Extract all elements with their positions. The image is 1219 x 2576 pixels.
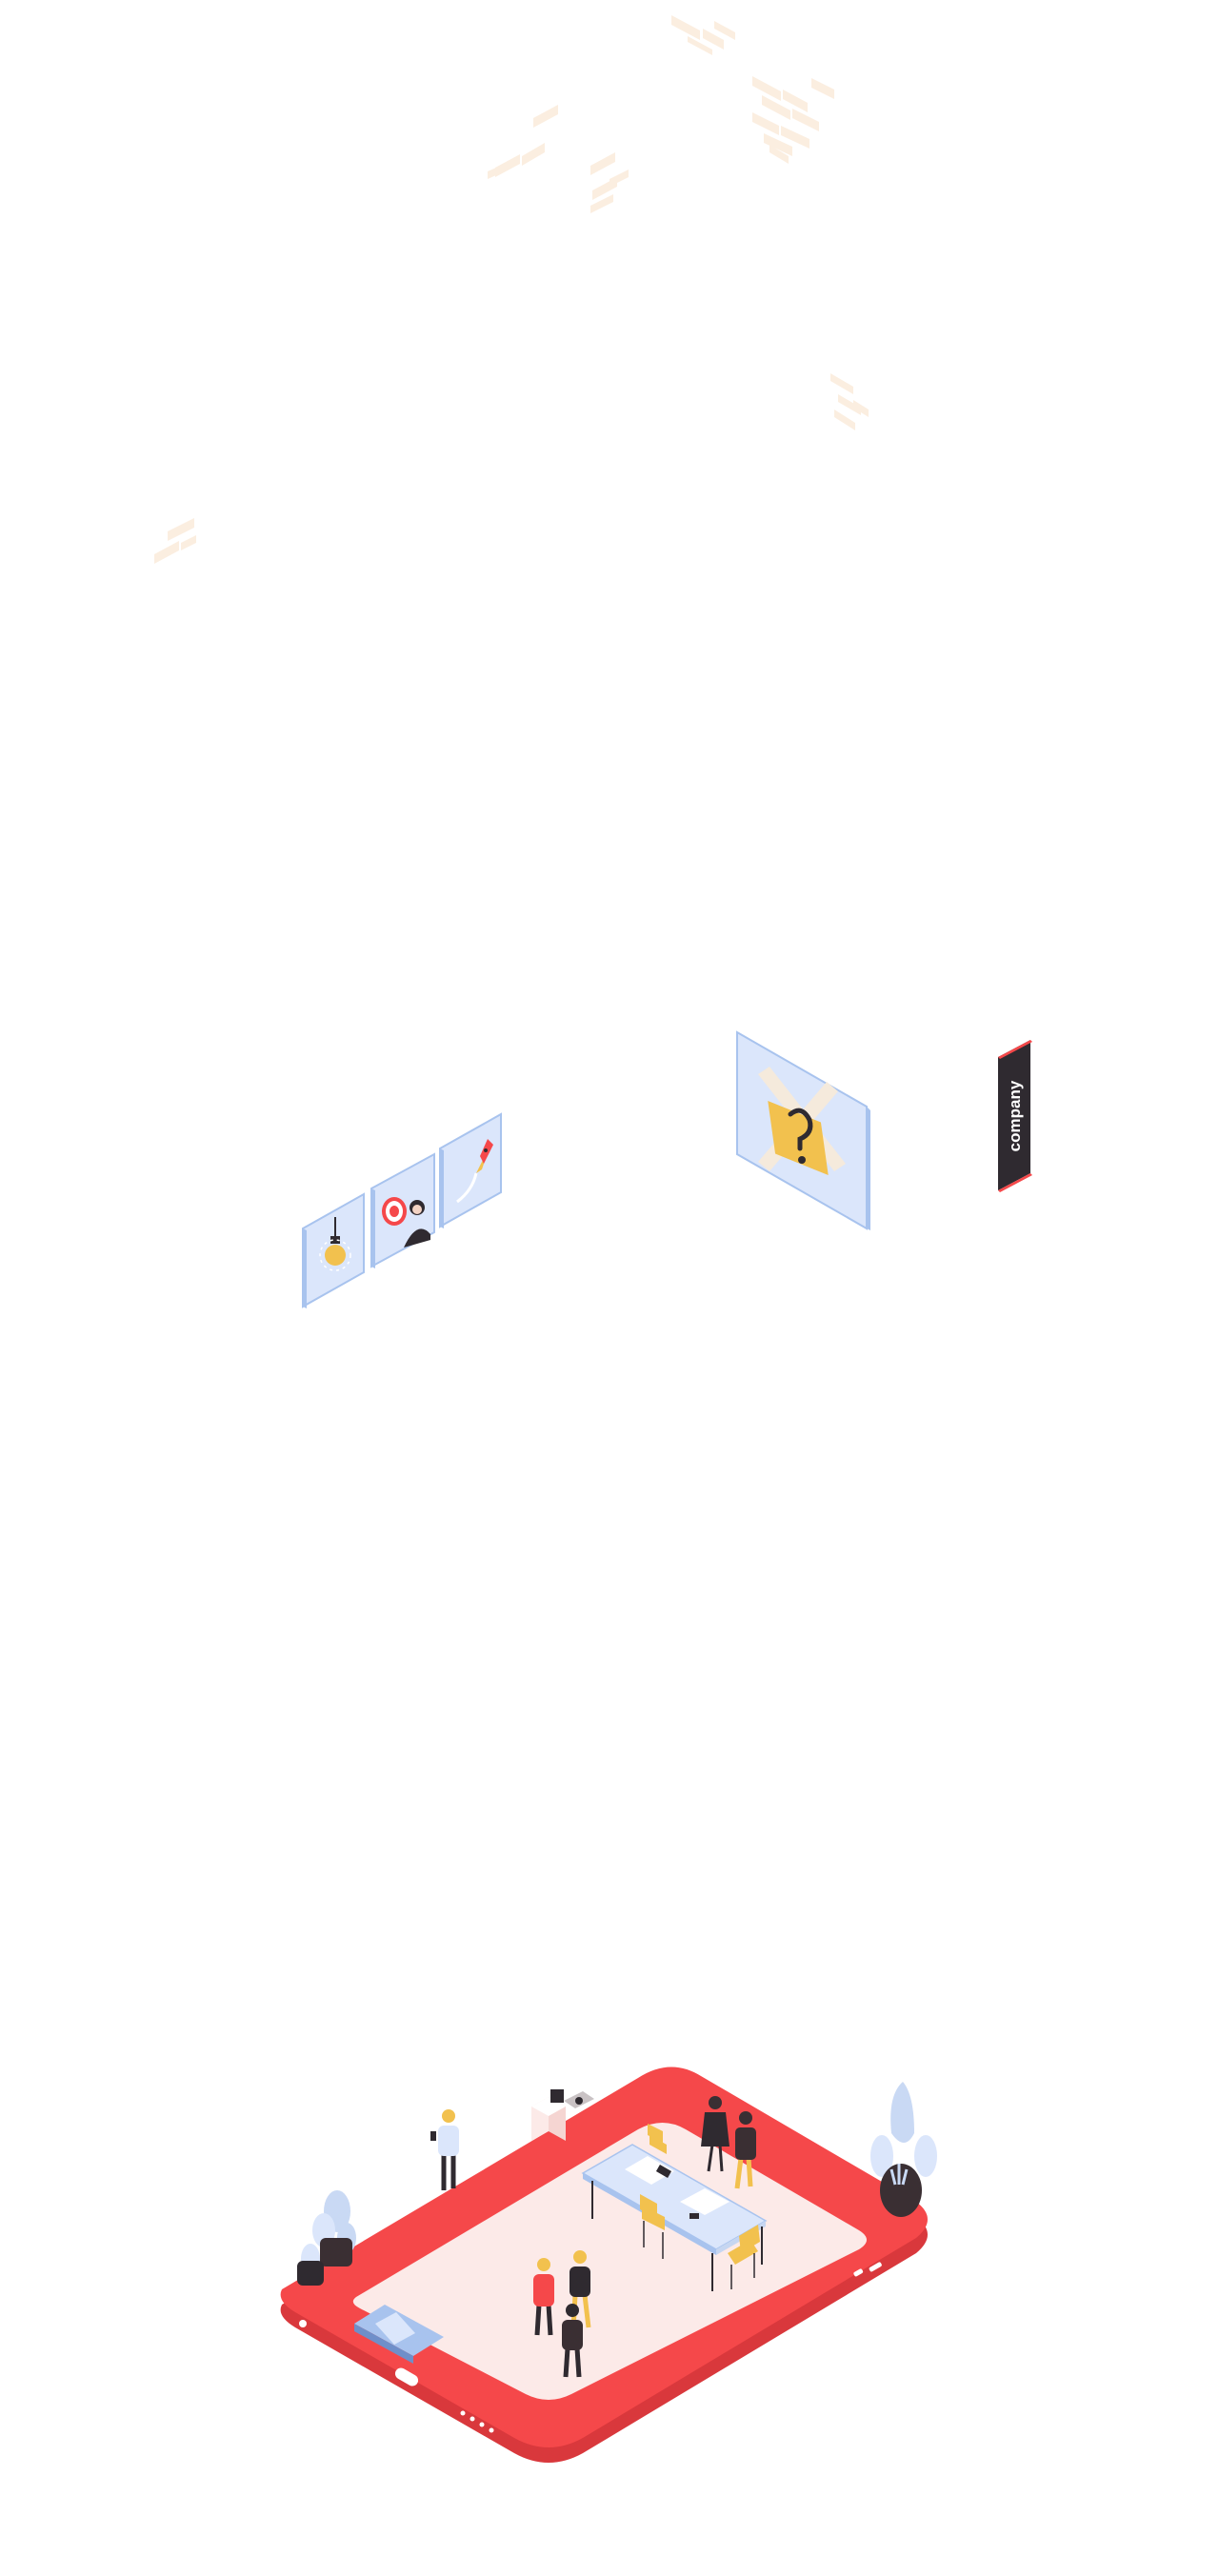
brick-cluster-6 bbox=[154, 518, 196, 564]
platform-dots bbox=[460, 2410, 494, 2433]
rocket-frame bbox=[439, 1112, 502, 1228]
lightbulb-icon bbox=[319, 1217, 351, 1271]
office-platform bbox=[280, 2067, 937, 2463]
wall-frames-group bbox=[302, 1112, 502, 1308]
brick-cluster-2 bbox=[752, 76, 834, 164]
target-frame bbox=[370, 1152, 435, 1268]
chair bbox=[648, 2124, 667, 2154]
lightbulb-frame bbox=[302, 1192, 365, 1308]
target-person-icon bbox=[382, 1197, 430, 1248]
brick-cluster-5 bbox=[830, 373, 869, 430]
chair bbox=[728, 2225, 760, 2289]
company-sign: company bbox=[998, 1040, 1032, 1192]
person-woman-dark bbox=[701, 2096, 729, 2172]
brick-cluster-1 bbox=[671, 15, 735, 55]
platform-floor bbox=[352, 2123, 867, 2400]
printer-cabinet bbox=[531, 2089, 594, 2141]
platform-camera bbox=[299, 2320, 307, 2327]
tablet-device bbox=[354, 2305, 444, 2364]
person-with-phone bbox=[430, 2109, 459, 2190]
brick-cluster-3 bbox=[488, 105, 558, 179]
company-sign-text: company bbox=[1006, 1080, 1024, 1151]
chair bbox=[640, 2194, 665, 2259]
question-frame bbox=[736, 1030, 870, 1230]
person-red-shirt bbox=[533, 2258, 554, 2336]
question-mark-icon bbox=[758, 1067, 846, 1175]
platform-home-button bbox=[394, 2367, 419, 2386]
plant-right bbox=[870, 2082, 937, 2217]
meeting-table bbox=[581, 2144, 768, 2291]
person-woman-yellow bbox=[734, 2111, 756, 2189]
platform-side-buttons bbox=[853, 2262, 882, 2277]
brick-cluster-4 bbox=[590, 152, 629, 213]
plant-left bbox=[297, 2190, 356, 2286]
person-dark-outfit bbox=[562, 2304, 583, 2378]
rocket-icon bbox=[456, 1139, 493, 1204]
wall-bricks bbox=[154, 15, 869, 564]
